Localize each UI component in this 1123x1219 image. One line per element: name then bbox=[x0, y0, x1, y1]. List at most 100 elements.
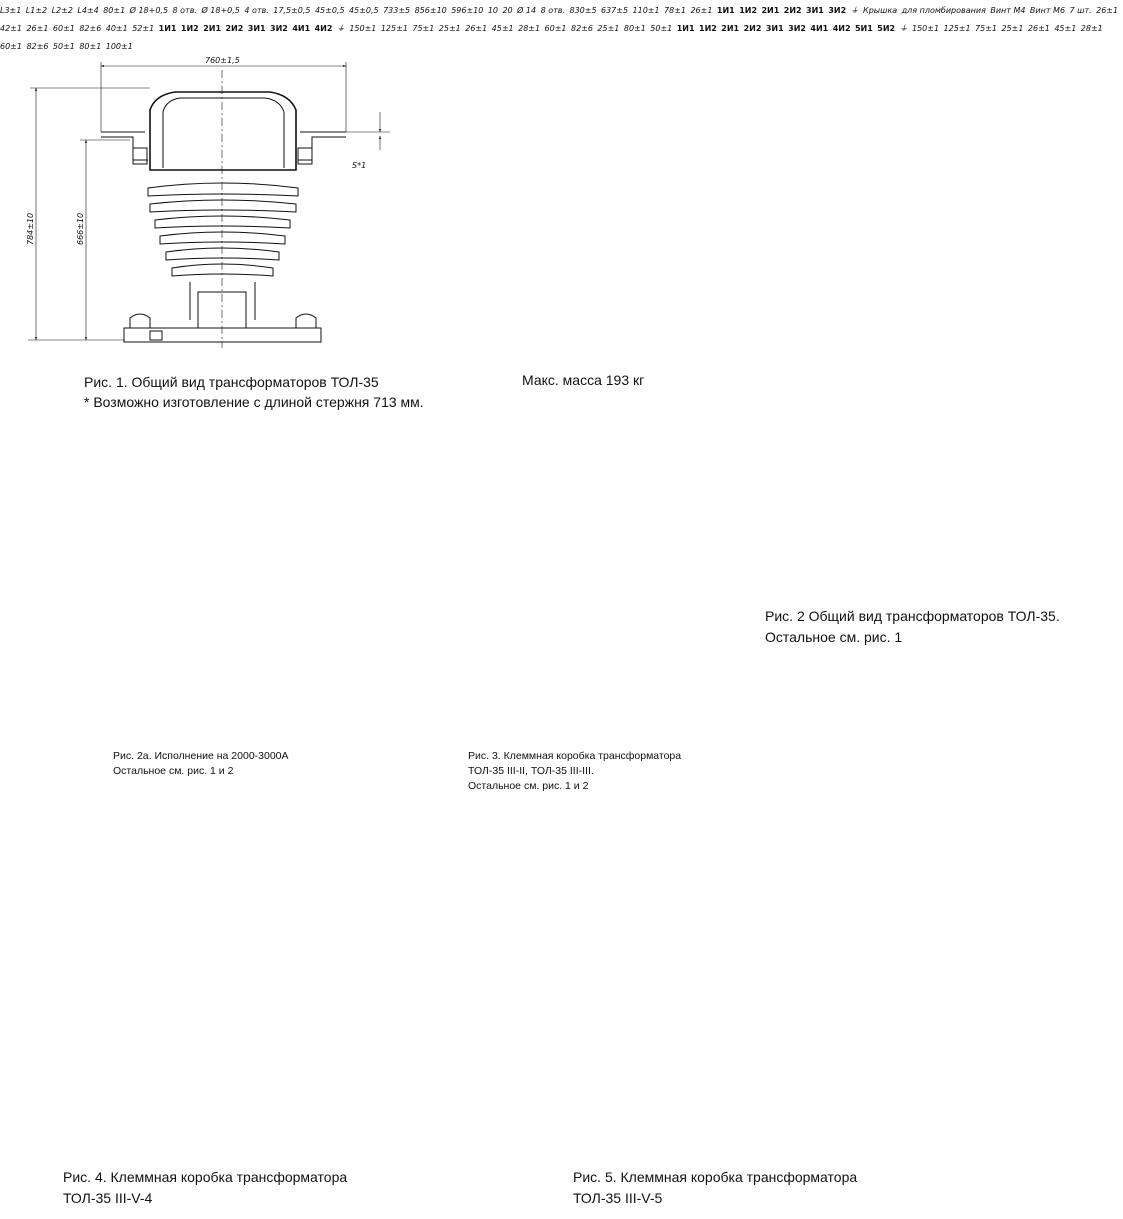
fig4-dim-80: 80±1 bbox=[623, 24, 646, 33]
fig5-term-4: 3И1 bbox=[765, 24, 784, 33]
fig-top-hole1n: 8 отв. bbox=[172, 6, 197, 15]
fig2-dim-10: 10 bbox=[487, 6, 498, 15]
fig4-dim-25: 25±1 bbox=[438, 24, 461, 33]
fig5-dim-h82: 82±6 bbox=[26, 42, 49, 51]
fig5-dim-80: 80±1 bbox=[79, 42, 102, 51]
fig4-term-2: 2И1 bbox=[203, 24, 222, 33]
fig2-side-view: 733±5 856±10 596±10 10 bbox=[383, 0, 502, 17]
fig2-caption-line1: Рис. 2 Общий вид трансформаторов ТОЛ-35. bbox=[765, 608, 1060, 624]
fig3-caption-line3: Остальное см. рис. 1 и 2 bbox=[468, 780, 589, 792]
fig2-dim-width: 733±5 bbox=[383, 6, 411, 15]
fig5-dim-25: 25±1 bbox=[1001, 24, 1024, 33]
fig4-term-5: 3И2 bbox=[270, 24, 288, 33]
fig5-dim-h60: 60±1 bbox=[0, 42, 22, 51]
fig3-screw-m4: Винт М4 bbox=[990, 6, 1026, 15]
fig3-dim-52: 52±1 bbox=[132, 24, 155, 33]
fig3-screw-m6n: 7 шт. bbox=[1069, 6, 1092, 15]
fig1-side-view: 760±1,5 784±10 666±10 S*1 bbox=[26, 56, 390, 348]
fig3-dim-h42: 42±1 bbox=[0, 24, 22, 33]
fig3-screw-m6: Винт М6 bbox=[1029, 6, 1066, 15]
fig5-term-b2: 5И1 bbox=[854, 24, 873, 33]
fig4-terminal-box: 1И1 1И2 2И1 2И2 3И1 3И2 4И1 4И2 ⏚ 150±1 … bbox=[159, 18, 677, 35]
fig2-dim-htotal: 856±10 bbox=[414, 6, 447, 15]
fig4-dim-75: 75±1 bbox=[412, 24, 435, 33]
fig5-dim-h26: 26±1 bbox=[1027, 24, 1050, 33]
fig-top-hole2: Ø 18+0,5 bbox=[201, 6, 240, 15]
fig3-term-3: 2И2 bbox=[783, 6, 802, 15]
fig3-term-0: 1И1 bbox=[716, 6, 735, 15]
fig5-term-b0: 4И1 bbox=[810, 24, 829, 33]
fig4-term-3: 2И2 bbox=[225, 24, 244, 33]
fig5-dim-h45: 45±1 bbox=[1054, 24, 1077, 33]
fig5-term-b1: 4И2 bbox=[832, 24, 851, 33]
fig-top-dim-l2: L2±2 bbox=[51, 6, 73, 15]
fig5-term-0: 1И1 bbox=[676, 24, 695, 33]
fig-top-dim-80: 80±1 bbox=[103, 6, 126, 15]
fig4-dim-h45: 45±1 bbox=[491, 24, 514, 33]
fig5-dim-150: 150±1 bbox=[912, 24, 940, 33]
fig5-term-b3: 5И2 bbox=[877, 24, 896, 33]
fig1-dim-htotal: 784±10 bbox=[26, 213, 35, 245]
fig2a-dim-height: 637±5 bbox=[601, 6, 629, 15]
fig3-term-1: 1И2 bbox=[739, 6, 758, 15]
fig2a-caption-line1: Рис. 2а. Исполнение на 2000-3000А bbox=[113, 750, 289, 762]
fig-top-hole1: Ø 18+0,5 bbox=[129, 6, 169, 15]
fig-top-dim-45a: 45±0,5 bbox=[314, 6, 345, 15]
fig4-dim-h82: 82±6 bbox=[570, 24, 593, 33]
fig1-dim-width: 760±1,5 bbox=[205, 56, 240, 65]
fig4-dim-h28: 28±1 bbox=[518, 24, 541, 33]
fig3-caption-line2: ТОЛ-35 III-II, ТОЛ-35 III-III. bbox=[468, 765, 594, 777]
fig-top-dim-17: 17,5±0,5 bbox=[273, 6, 311, 15]
fig-top-dim-l3: L3±1 bbox=[0, 6, 22, 15]
fig5-terminal-box: 1И1 1И2 2И1 2И2 3И1 3И2 4И1 4И2 5И1 5И2 … bbox=[0, 18, 1103, 53]
fig2-plan-view: 20 Ø 14 8 отв. bbox=[502, 0, 569, 17]
fig4-caption-line1: Рис. 4. Клеммная коробка трансформатора bbox=[63, 1169, 348, 1185]
fig2-caption-line2: Остальное см. рис. 1 bbox=[765, 629, 903, 645]
fig3-cover-1: Крышка bbox=[863, 6, 898, 15]
fig-top-dim-45b: 45±0,5 bbox=[349, 6, 379, 15]
fig4-dim-h26: 26±1 bbox=[465, 24, 488, 33]
fig4-term-1: 1И2 bbox=[180, 24, 199, 33]
fig4-term-b0: 4И1 bbox=[292, 24, 311, 33]
fig3-dim-40: 40±1 bbox=[105, 24, 128, 33]
fig2-dim-haxis: 596±10 bbox=[451, 6, 484, 15]
fig-top-dim-l4: L4±4 bbox=[77, 6, 99, 15]
fig5-term-3: 2И2 bbox=[743, 24, 762, 33]
fig4-dim-25b: 25±1 bbox=[597, 24, 620, 33]
fig2a-caption-line2: Остальное см. рис. 1 и 2 bbox=[113, 765, 234, 777]
fig3-dim-78: 78±1 bbox=[664, 6, 687, 15]
fig3-terminal-box: 110±1 78±1 26±1 1И1 1И2 2И1 2И2 3И1 3И2 … bbox=[0, 0, 1118, 35]
fig5-caption-line1: Рис. 5. Клеммная коробка трансформатора bbox=[573, 1169, 858, 1185]
fig3-term-b0: 3И1 bbox=[806, 6, 824, 15]
fig4-dim-125: 125±1 bbox=[380, 24, 408, 33]
fig2-holen: 8 отв. bbox=[540, 6, 566, 15]
fig4-caption-line2: ТОЛ-35 III-V-4 bbox=[63, 1190, 153, 1206]
fig5-dim-50: 50±1 bbox=[52, 42, 75, 51]
fig5-dim-h28: 28±1 bbox=[1080, 24, 1103, 33]
fig3-term-b1: 3И2 bbox=[828, 6, 847, 15]
fig5-term-5: 3И2 bbox=[788, 24, 806, 33]
fig4-ground-icon: ⏚ bbox=[336, 24, 345, 33]
fig5-dim-125: 125±1 bbox=[943, 24, 971, 33]
fig5-term-2: 2И1 bbox=[721, 24, 740, 33]
fig-top-caption: Макс. масса 193 кг bbox=[522, 372, 645, 388]
fig1-dim-s: S*1 bbox=[352, 161, 366, 170]
fig-top-dim-l1: L1±2 bbox=[25, 6, 48, 15]
fig3-dim-110: 110±1 bbox=[632, 6, 660, 15]
fig2a-dim-width: 830±5 bbox=[569, 6, 597, 15]
fig-top-hole2n: 4 отв. bbox=[244, 6, 269, 15]
fig2-hole: Ø 14 bbox=[517, 6, 537, 15]
fig4-dim-h60: 60±1 bbox=[544, 24, 567, 33]
fig1-note: * Возможно изготовление с длиной стержня… bbox=[84, 394, 424, 410]
fig1-dim-haxis: 666±10 bbox=[76, 213, 85, 245]
fig3-dim-h26a: 26±1 bbox=[1096, 6, 1119, 15]
fig-top-plan-view: L3±1 L1±2 L2±2 L4±4 80±1 Ø 18+0,5 8 отв.… bbox=[0, 0, 383, 17]
fig3-term-2: 2И1 bbox=[761, 6, 780, 15]
fig4-term-4: 3И1 bbox=[247, 24, 266, 33]
fig3-dim-26: 26±1 bbox=[690, 6, 713, 15]
fig4-term-b1: 4И2 bbox=[314, 24, 333, 33]
fig5-dim-100: 100±1 bbox=[105, 42, 133, 51]
fig2-dim-20: 20 bbox=[502, 6, 513, 15]
fig5-dim-75: 75±1 bbox=[975, 24, 998, 33]
